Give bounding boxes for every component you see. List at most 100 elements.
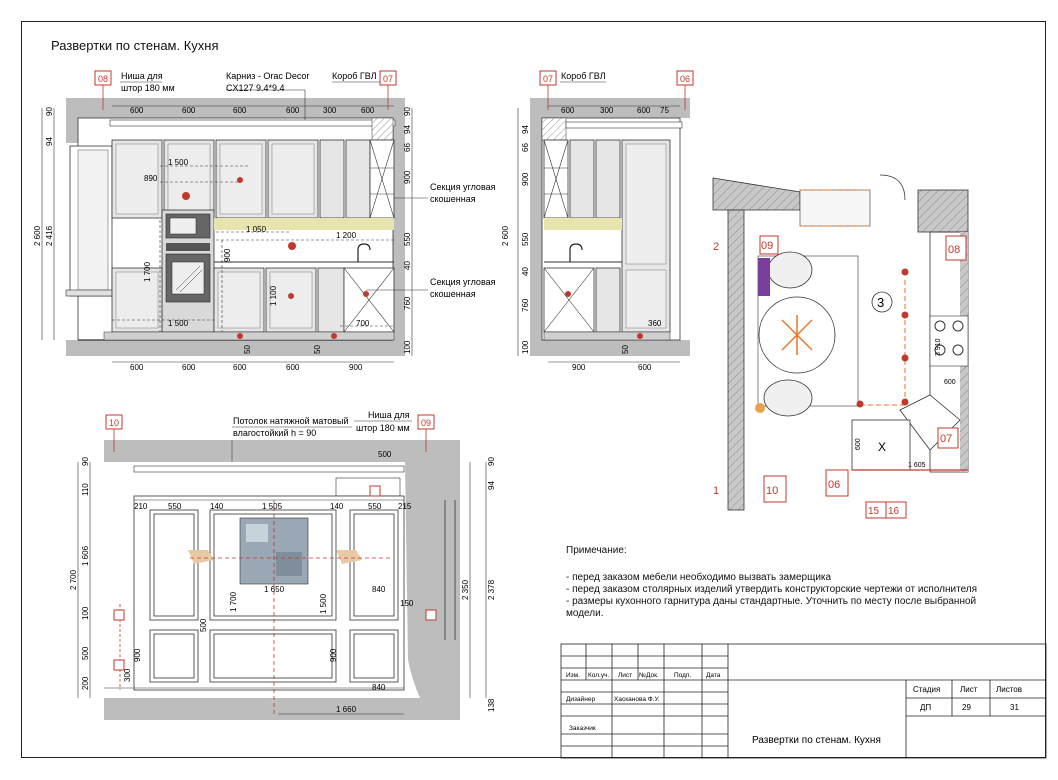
dim-a-in-7: 1 500	[168, 319, 189, 328]
dim-a-top-5: 600	[361, 106, 375, 115]
room-number: 3	[877, 295, 884, 310]
tag-b-07-text: 07	[543, 74, 553, 84]
sockets-a	[182, 177, 369, 339]
dim-b-in-1: 50	[621, 345, 630, 354]
dim-a-in-6: 1 100	[269, 285, 278, 306]
tb-customer-role: Заказчик	[569, 725, 596, 732]
dim-c-in-9: 300	[123, 668, 132, 682]
note-item-2: - размеры кухонного гарнитура даны станд…	[566, 596, 977, 607]
dim-c-panel-4: 140	[330, 502, 344, 511]
dim-a-top-4: 300	[323, 106, 337, 115]
dim-a-right-0: 90	[403, 107, 412, 116]
tb-sheets: 31	[1010, 703, 1019, 712]
dim-a-right-2: 66	[403, 143, 412, 152]
dim-c-left-1: 90	[81, 457, 90, 466]
dim-a-bot-3: 600	[286, 363, 300, 372]
lower-cabinets	[111, 267, 395, 333]
dim-c-in-6: 900	[133, 648, 142, 662]
tb-header-0: Изм.	[566, 672, 580, 679]
dim-a-in-10: 50	[313, 345, 322, 354]
dim-b-left-5: 40	[521, 267, 530, 276]
dim-c-right-0: 90	[487, 457, 496, 466]
dim-c-left-5: 500	[81, 646, 90, 660]
floor-slab	[66, 340, 405, 356]
dim-c-in-8: 840	[372, 683, 386, 692]
dim-c-right-1: 94	[487, 481, 496, 490]
dim-c-top-0: 500	[378, 450, 392, 459]
tb-designer-role: Дизайнер	[566, 695, 595, 703]
dim-a-bot-0: 600	[130, 363, 144, 372]
dim-c-left-6: 200	[81, 676, 90, 690]
dim-a-left-0: 2 600	[33, 225, 42, 246]
dim-c-panel-1: 550	[168, 502, 182, 511]
dim-a-right-5: 40	[403, 261, 412, 270]
dim-a-top-1: 600	[182, 106, 196, 115]
dim-a-left-2: 90	[45, 107, 54, 116]
plan-tag-2: 07	[940, 433, 952, 445]
dim-a-in-8: 700	[356, 319, 370, 328]
dim-c-panel-6: 215	[398, 502, 412, 511]
dim-b-left-1: 94	[521, 125, 530, 134]
pendant-lamp	[781, 315, 813, 355]
cornice-label-1: Карниз - Orac Decor	[226, 71, 309, 81]
plan-dim-1: 600	[944, 379, 956, 386]
dim-b-top-3: 75	[660, 106, 669, 115]
dim-c-in-7: 900	[329, 648, 338, 662]
sink-label: X	[878, 440, 886, 454]
plan-tag-6: 16	[888, 506, 900, 517]
niche-c-label-1: Ниша для	[368, 410, 410, 420]
dim-b-top-1: 300	[600, 106, 614, 115]
purple-bench	[758, 258, 770, 296]
dim-a-right-1: 94	[403, 125, 412, 134]
dim-b-left-7: 100	[521, 340, 530, 354]
section-label-1: Секция угловая	[430, 182, 496, 192]
ceiling-spots	[856, 268, 909, 408]
dim-a-in-5: 900	[223, 248, 232, 262]
dim-a-top-0: 600	[130, 106, 144, 115]
plan-tag-3: 06	[828, 479, 840, 491]
dim-c-left-4: 100	[81, 606, 90, 620]
dim-b-left-4: 550	[521, 232, 530, 246]
dim-b-left-3: 900	[521, 172, 530, 186]
niche-c-label-2: штор 180 мм	[356, 423, 410, 433]
dim-a-bot-4: 900	[349, 363, 363, 372]
dim-c-panel-5: 550	[368, 502, 382, 511]
plan-wall-label-0: 2	[713, 241, 719, 253]
dim-a-in-0: 1 500	[168, 158, 189, 167]
dim-b-top-0: 600	[561, 106, 575, 115]
tb-designer-name: Хасканова Ф.У.	[614, 696, 660, 703]
page-title: Развертки по стенам. Кухня	[51, 38, 219, 53]
dim-c-panel-2: 140	[210, 502, 224, 511]
dim-c-panel-3: 1 505	[262, 502, 283, 511]
dim-b-bot-1: 600	[638, 363, 652, 372]
ceiling-label-2: влагостойкий h = 90	[233, 428, 316, 438]
left-wall	[66, 98, 78, 143]
tb-drawing-title: Развертки по стенам. Кухня	[752, 735, 881, 746]
section-label-2: скошенная	[430, 194, 476, 204]
dim-a-bot-2: 600	[233, 363, 247, 372]
dim-a-bot-1: 600	[182, 363, 196, 372]
dim-a-in-1: 890	[144, 174, 158, 183]
wall-sconce-left	[188, 550, 214, 564]
dim-c-in-0: 1 650	[264, 585, 285, 594]
niche-label-2: штор 180 мм	[121, 83, 175, 93]
dim-a-in-2: 1 050	[246, 225, 267, 234]
dim-c-in-5: 500	[199, 618, 208, 632]
dim-c-right-4: 138	[487, 698, 496, 712]
plan-dim-0: 3 910	[935, 338, 942, 356]
dim-a-right-7: 100	[403, 340, 412, 354]
cornice	[109, 119, 396, 127]
tag-b-06-text: 06	[680, 74, 690, 84]
dim-c-in-1: 840	[372, 585, 386, 594]
tag-08-text: 08	[98, 74, 108, 84]
ceiling-label-1: Потолок натяжной матовый	[233, 416, 349, 426]
dim-c-in-4: 1 500	[319, 593, 328, 614]
note-item-0: - перед заказом мебели необходимо вызват…	[566, 572, 832, 583]
elevation-b-cabinets	[543, 139, 671, 341]
upper-cabinets	[111, 139, 395, 219]
